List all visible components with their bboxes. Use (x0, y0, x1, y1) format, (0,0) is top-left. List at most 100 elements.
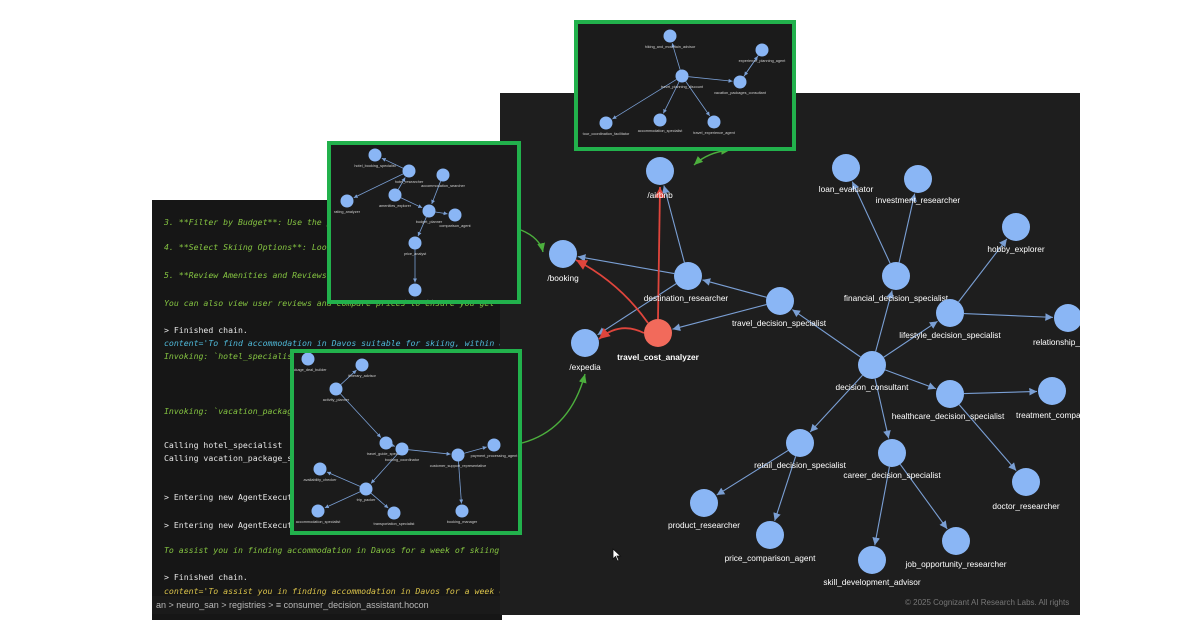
node-label: retail_decision_specialist (754, 460, 846, 470)
inset-node[interactable] (436, 168, 450, 182)
node-doctor-researcher[interactable] (1012, 468, 1040, 496)
node-retail-decision-specialist[interactable] (786, 429, 814, 457)
inset-node[interactable] (663, 29, 677, 43)
node-treatment-comparison[interactable] (1038, 377, 1066, 405)
inset-edge (743, 55, 759, 77)
graph-edge (791, 309, 861, 358)
node-hobby-explorer[interactable] (1002, 213, 1030, 241)
inset-edge (662, 81, 680, 114)
node-loan-evaluator[interactable] (832, 154, 860, 182)
node-investment-researcher[interactable] (904, 165, 932, 193)
terminal-line: > Entering new AgentExecutor chain... (164, 520, 347, 530)
inset-node[interactable] (311, 504, 325, 518)
inset-node[interactable] (402, 164, 416, 178)
inset-node-label: tour_coordination_facilitator (583, 132, 630, 136)
inset-node[interactable] (355, 358, 369, 372)
graph-edge (899, 463, 948, 530)
inset-node[interactable] (448, 208, 462, 222)
inset-node[interactable] (455, 504, 469, 518)
inset-node-label: amenities_explorer (379, 204, 412, 208)
inset-node[interactable] (368, 148, 382, 162)
inset-node-label: hotel_booking_specialist (354, 164, 396, 168)
inset-node-label: rating_analyzer (334, 210, 361, 214)
graph-edge (875, 290, 894, 352)
inset-edge (390, 443, 396, 447)
node-decision-consultant[interactable] (858, 351, 886, 379)
node-label: /expedia (569, 362, 601, 372)
inset-node[interactable] (388, 188, 402, 202)
node-travel-cost-analyzer[interactable] (644, 319, 672, 347)
inset-edge (353, 173, 404, 199)
node-relationship-guidance[interactable] (1054, 304, 1080, 332)
node-label: travel_cost_analyzer (617, 352, 699, 362)
node-booking[interactable] (549, 240, 577, 268)
inset-node[interactable] (340, 194, 354, 208)
inset-node[interactable] (451, 448, 465, 462)
node-healthcare-decision-specialist[interactable] (936, 380, 964, 408)
inset-vacation-package[interactable]: package_deal_builderitinerary_advisoract… (290, 349, 522, 535)
node-price-comparison-agent[interactable] (756, 521, 784, 549)
node-lifestyle-decision-specialist[interactable] (936, 299, 964, 327)
terminal-line: content='To find accommodation in Davos … (164, 338, 502, 348)
node-label: travel_decision_specialist (732, 318, 827, 328)
inset-edge (324, 491, 361, 509)
inset-node[interactable] (755, 43, 769, 57)
inset-edge (671, 43, 681, 70)
inset-edge (612, 79, 677, 120)
node-label: doctor_researcher (992, 501, 1060, 511)
graph-edge (958, 404, 1017, 472)
node-career-decision-specialist[interactable] (878, 439, 906, 467)
inset-node-label: comparison_agent (439, 224, 471, 228)
inset-edge (370, 453, 398, 484)
breadcrumb[interactable]: an > neuro_san > registries > ≡ consumer… (152, 596, 502, 614)
inset-node[interactable] (313, 462, 327, 476)
inset-node-label: payment_processing_agent (471, 454, 518, 458)
node-destination-researcher[interactable] (674, 262, 702, 290)
inset-edge (431, 180, 442, 205)
inset-node-label: trip_packer (357, 498, 377, 502)
inset-node[interactable] (599, 116, 613, 130)
inset-node-label: customer_support_representative (430, 464, 487, 468)
graph-edge (963, 387, 1038, 396)
inset-node[interactable] (653, 113, 667, 127)
inset-node[interactable] (359, 482, 373, 496)
inset-edge (326, 471, 361, 487)
graph-edge (958, 238, 1008, 303)
node-label: price_comparison_agent (725, 553, 817, 563)
terminal-line: Calling hotel_specialist (164, 440, 283, 450)
terminal-line: To assist you in finding accommodation i… (164, 545, 502, 555)
inset-node[interactable] (408, 236, 422, 250)
node-travel-decision-specialist[interactable] (766, 287, 794, 315)
inset-node[interactable] (408, 283, 422, 297)
node-expedia[interactable] (571, 329, 599, 357)
inset-edge (435, 211, 448, 216)
inset-node-label: accommodation_specialist (296, 520, 341, 524)
node-label: financial_decision_specialist (844, 293, 949, 303)
node-label: /airbnb (647, 190, 673, 200)
node-financial-decision-specialist[interactable] (882, 262, 910, 290)
inset-node-label: travel_planning_discount (661, 85, 704, 89)
inset-node[interactable] (329, 382, 343, 396)
inset-node[interactable] (487, 438, 501, 452)
node-airbnb[interactable] (646, 157, 674, 185)
inset-node[interactable] (379, 436, 393, 450)
graph-edge (672, 304, 767, 331)
node-skill-development-advisor[interactable] (858, 546, 886, 574)
inset-node[interactable] (395, 442, 409, 456)
node-product-researcher[interactable] (690, 489, 718, 517)
inset-node[interactable] (675, 69, 689, 83)
node-job-opportunity-researcher[interactable] (942, 527, 970, 555)
node-label: job_opportunity_researcher (904, 559, 1006, 569)
inset-node[interactable] (301, 353, 315, 366)
inset-node[interactable] (387, 506, 401, 520)
inset-node[interactable] (733, 75, 747, 89)
terminal-line: > Finished chain. (164, 572, 248, 582)
inset-node[interactable] (422, 204, 436, 218)
inset-node-label: budget_planner (416, 220, 443, 224)
graph-edge (851, 181, 891, 264)
inset-node[interactable] (707, 115, 721, 129)
node-label: career_decision_specialist (843, 470, 941, 480)
